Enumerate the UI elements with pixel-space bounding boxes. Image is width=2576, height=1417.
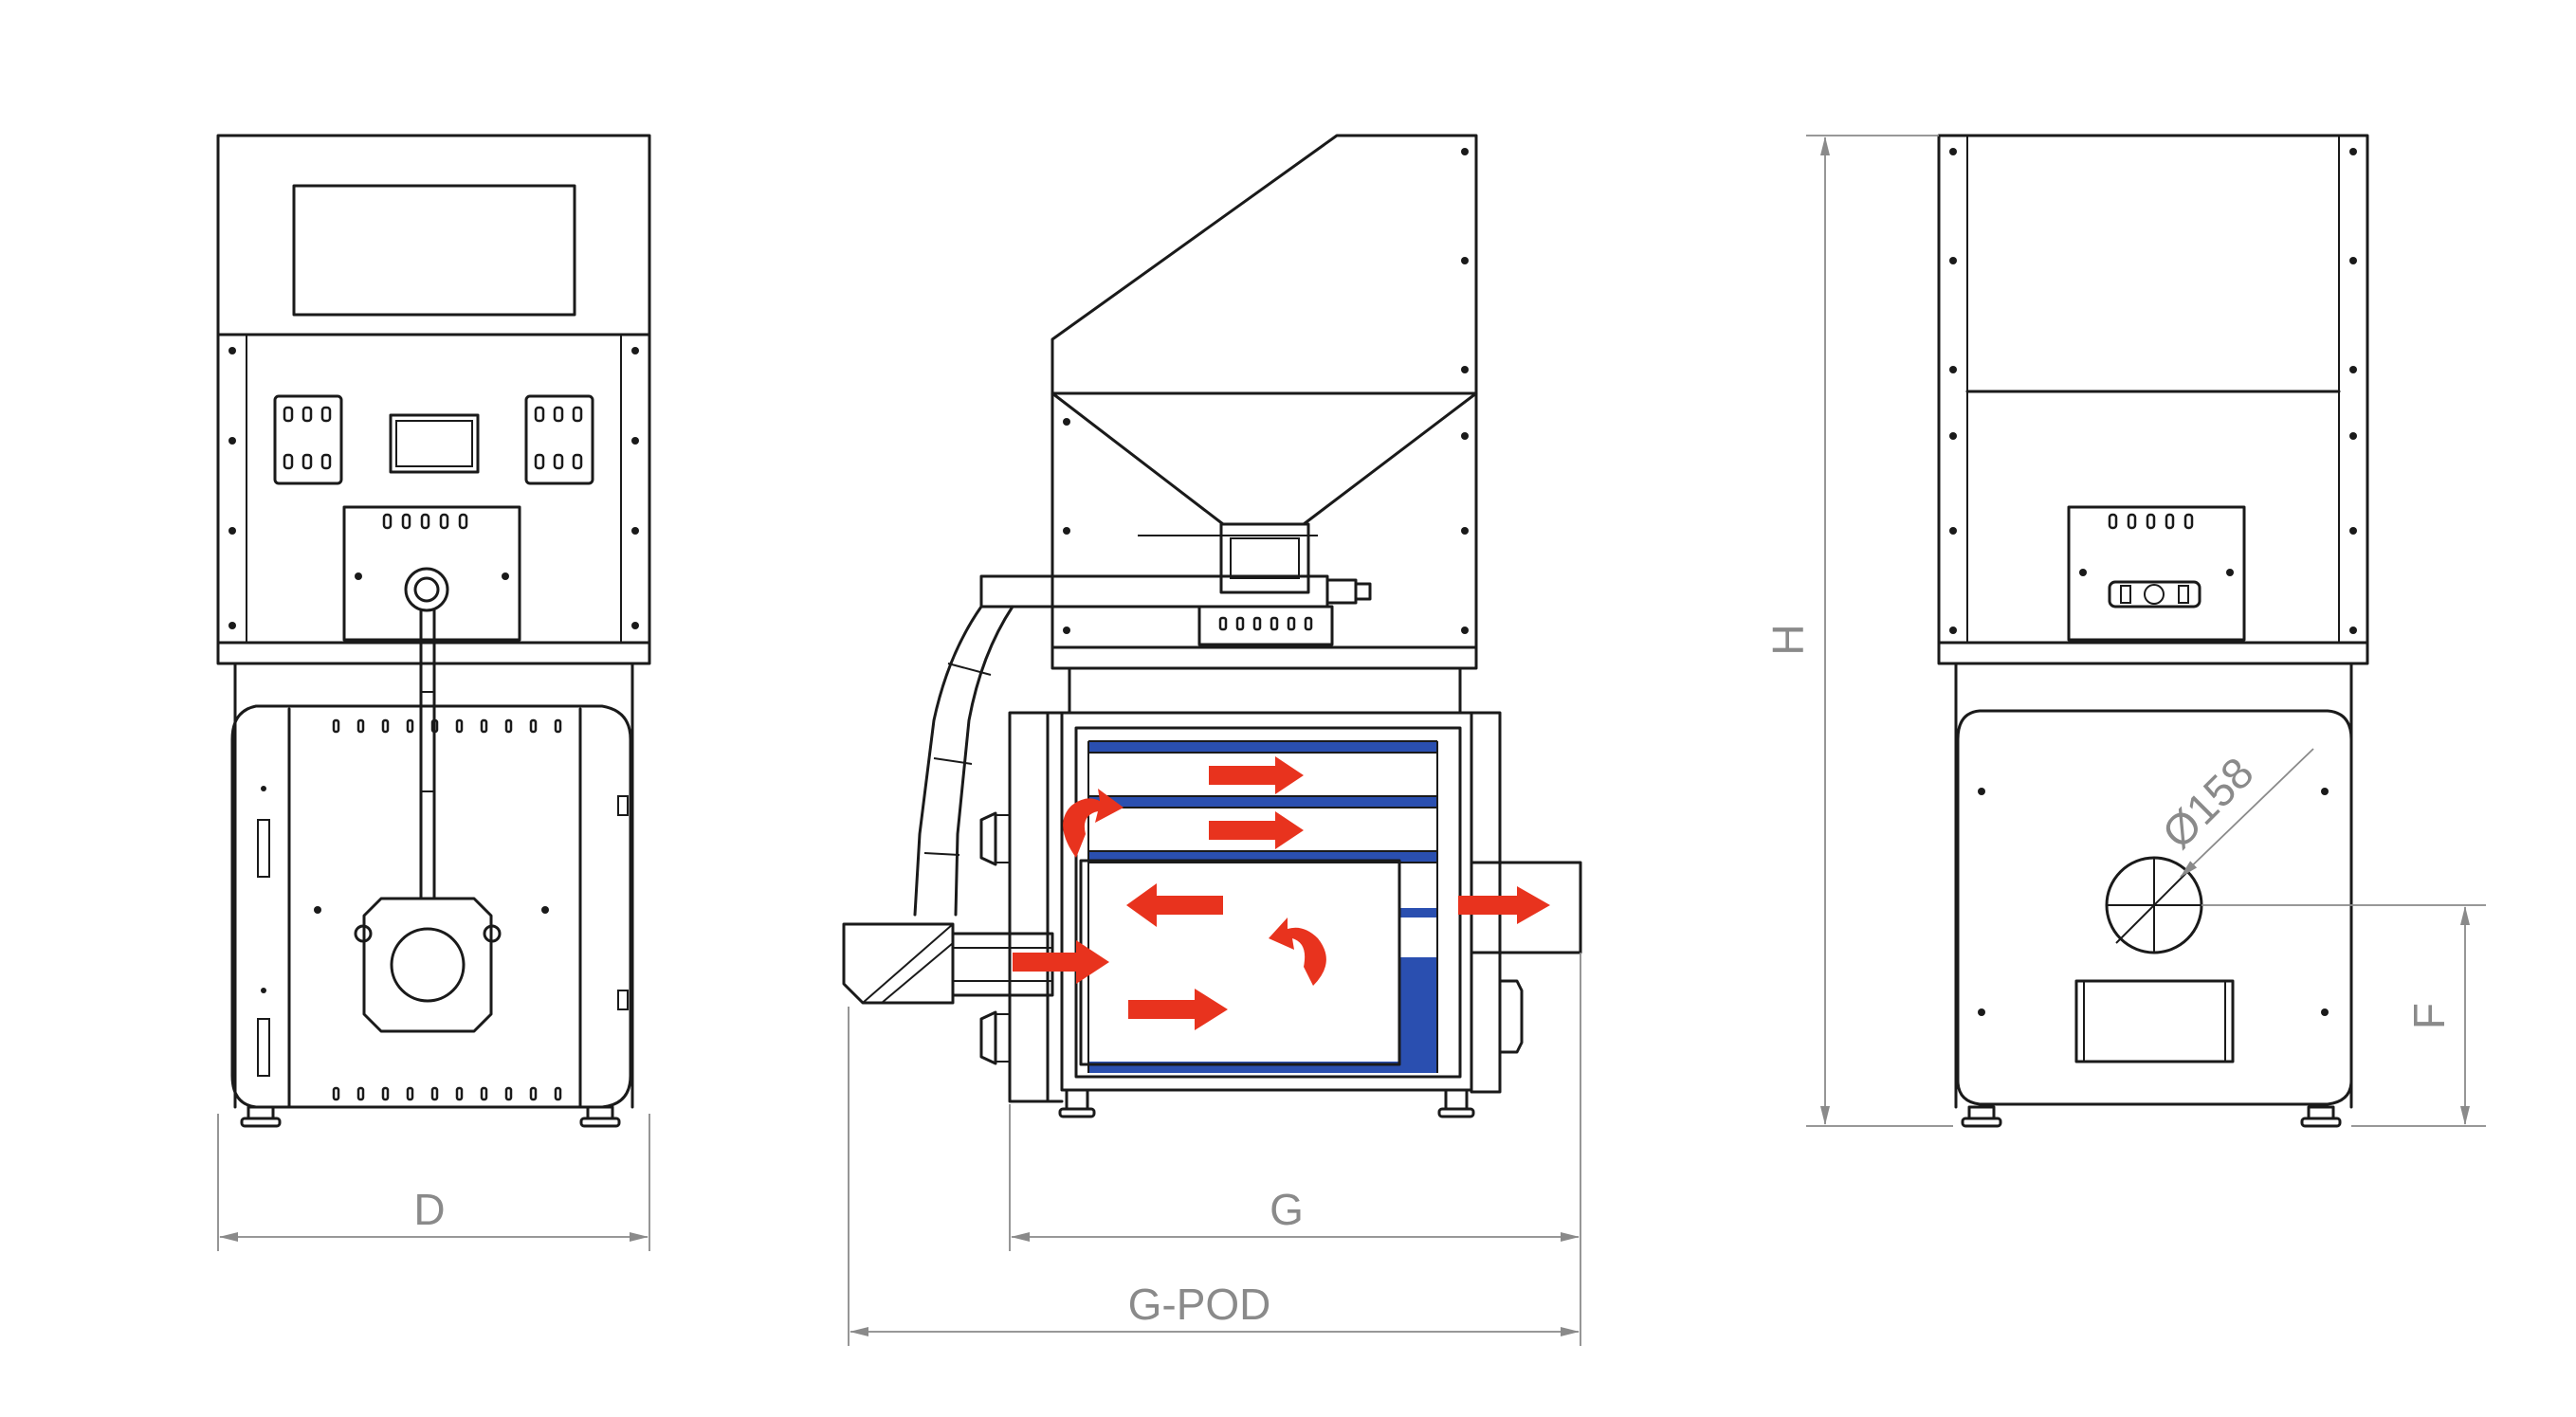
front-view: [216, 134, 651, 1128]
dimension-f-label: F: [2404, 1003, 2454, 1029]
dimension-flue-diameter-label: Ø158: [2152, 748, 2262, 858]
foot: [247, 1105, 275, 1120]
rear-feeder-panel: [2067, 505, 2246, 642]
hopper-window: [292, 184, 576, 317]
dimension-h: H: [1763, 135, 1953, 1127]
dimension-d: D: [217, 1114, 650, 1251]
rear-view: [1937, 134, 2369, 1128]
foot: [1065, 1088, 1089, 1111]
dimension-d-label: D: [413, 1185, 445, 1234]
foot: [1967, 1105, 1996, 1120]
combustion-chamber: [1079, 859, 1401, 1066]
feeder-panel: [342, 505, 521, 642]
dimension-g-pod: G-POD: [848, 1007, 1580, 1346]
dimension-g: G: [1009, 953, 1581, 1346]
dimension-f: F: [2201, 904, 2486, 1127]
left-control-module: [273, 394, 343, 485]
flue-gas-flow-arrows: [1013, 756, 1550, 1030]
side-section-view: [842, 134, 1582, 1118]
boiler-door: [230, 704, 632, 1109]
cleaning-cover: [2074, 979, 2235, 1063]
dimension-h-label: H: [1763, 624, 1813, 655]
rear-panel: [1956, 709, 2353, 1106]
pellet-hopper: [1050, 134, 1478, 649]
panel-screws: [228, 347, 639, 629]
flexible-feed-pipe: [913, 605, 983, 917]
right-control-module: [524, 394, 594, 485]
feeder-motor-box: [1219, 522, 1310, 594]
foot: [2307, 1105, 2335, 1120]
dimension-g-pod-label: G-POD: [1128, 1280, 1271, 1329]
foot: [586, 1105, 614, 1120]
dimension-g-label: G: [1270, 1185, 1304, 1234]
burner-flange: [362, 897, 493, 1033]
controller-display: [389, 413, 480, 474]
dimension-flue-diameter: Ø158: [2152, 748, 2314, 878]
foot: [1444, 1088, 1469, 1111]
pellet-burner: [842, 922, 955, 1005]
